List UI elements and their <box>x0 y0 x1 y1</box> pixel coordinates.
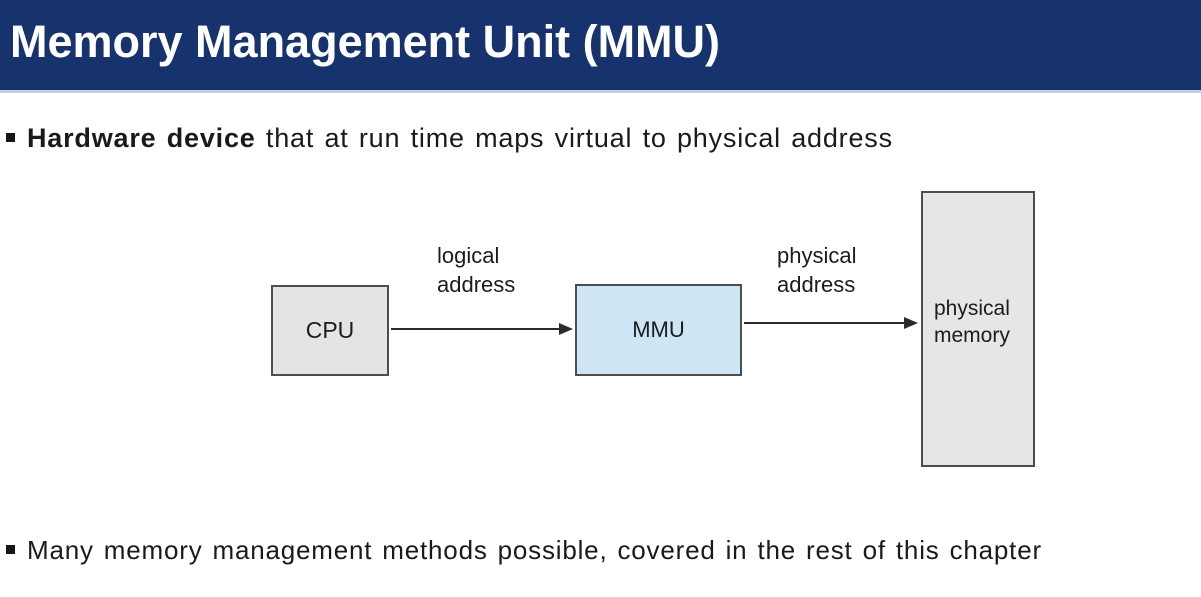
cpu-box: CPU <box>271 285 389 376</box>
bullet-square-icon <box>6 133 15 142</box>
physical-memory-line2: memory <box>934 324 1010 347</box>
slide-title: Memory Management Unit (MMU) <box>10 16 721 67</box>
logical-address-line1: logical <box>437 243 500 268</box>
bullet-rest-text: that at run time maps virtual to physica… <box>255 123 893 153</box>
bullet-text: Many memory management methods possible,… <box>27 535 1042 565</box>
bullet-bold-text: Hardware device <box>27 123 256 153</box>
logical-address-line2: address <box>437 272 516 297</box>
arrowhead-icon <box>559 323 573 335</box>
physical-memory-line1: physical <box>934 297 1010 320</box>
arrowhead-icon <box>904 317 918 329</box>
arrow-line <box>391 328 561 330</box>
mmu-box: MMU <box>575 284 742 376</box>
physical-address-line2: address <box>777 272 856 297</box>
cpu-box-label: CPU <box>305 317 355 343</box>
logical-address-label: logical address <box>437 241 515 299</box>
slide-title-bar: Memory Management Unit (MMU) <box>0 0 1201 93</box>
bullet-square-icon <box>6 545 15 554</box>
arrow-cpu-to-mmu <box>391 323 573 335</box>
bullet-text: Hardware device that at run time maps vi… <box>27 120 893 156</box>
physical-address-line1: physical <box>777 243 857 268</box>
arrow-mmu-to-memory <box>744 317 918 329</box>
mmu-box-label: MMU <box>632 317 685 342</box>
bullet-hardware-device: Hardware device that at run time maps vi… <box>6 120 893 156</box>
physical-address-label: physical address <box>777 241 856 299</box>
physical-memory-label: physical memory <box>934 295 1010 349</box>
bullet-many-methods: Many memory management methods possible,… <box>6 532 1042 568</box>
arrow-line <box>744 322 906 324</box>
physical-memory-box: physical memory <box>921 191 1035 467</box>
